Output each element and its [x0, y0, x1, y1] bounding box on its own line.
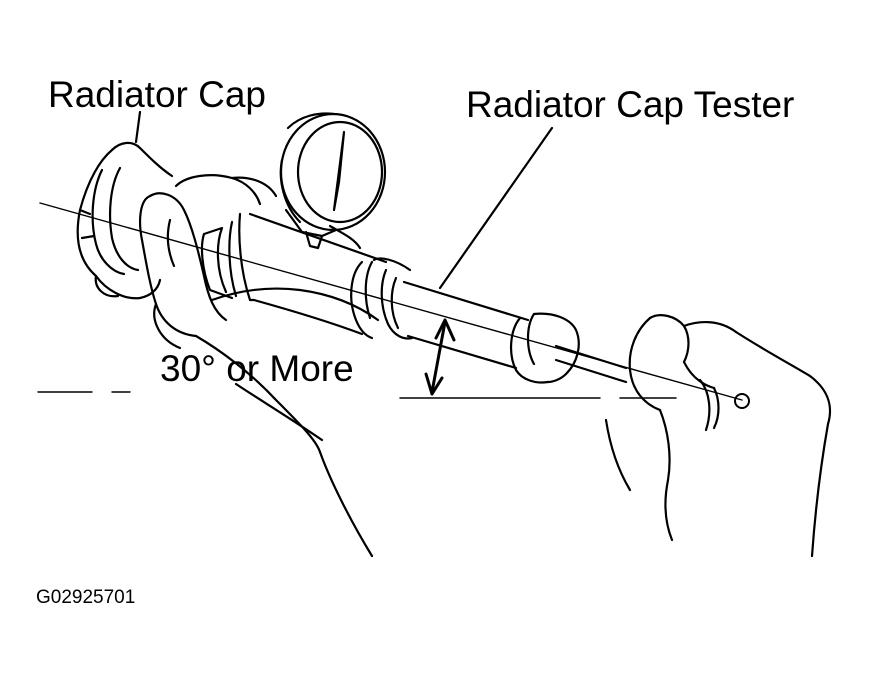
- right-hand: [606, 315, 830, 556]
- pivot-point: [735, 394, 749, 408]
- angle-label: 30° or More: [160, 348, 354, 389]
- pump-barrel: [382, 270, 528, 368]
- axis-lines: [38, 203, 749, 408]
- pump-handle: [511, 314, 626, 383]
- left-hand: [140, 175, 378, 556]
- tester-leader: [440, 128, 552, 288]
- pressure-gauge: [281, 114, 385, 248]
- angle-arrow: [426, 320, 454, 394]
- leader-lines: [136, 112, 552, 288]
- radiator-cap-label: Radiator Cap: [48, 74, 267, 115]
- radiator-cap-tester-label: Radiator Cap Tester: [466, 84, 795, 125]
- figure-code: G02925701: [36, 587, 136, 608]
- radiator-cap-leader: [136, 112, 140, 142]
- tester-body: [202, 214, 410, 338]
- radiator-cap: [78, 143, 172, 298]
- horizontal-reference-line: [38, 392, 676, 398]
- gauge-needle: [334, 132, 344, 210]
